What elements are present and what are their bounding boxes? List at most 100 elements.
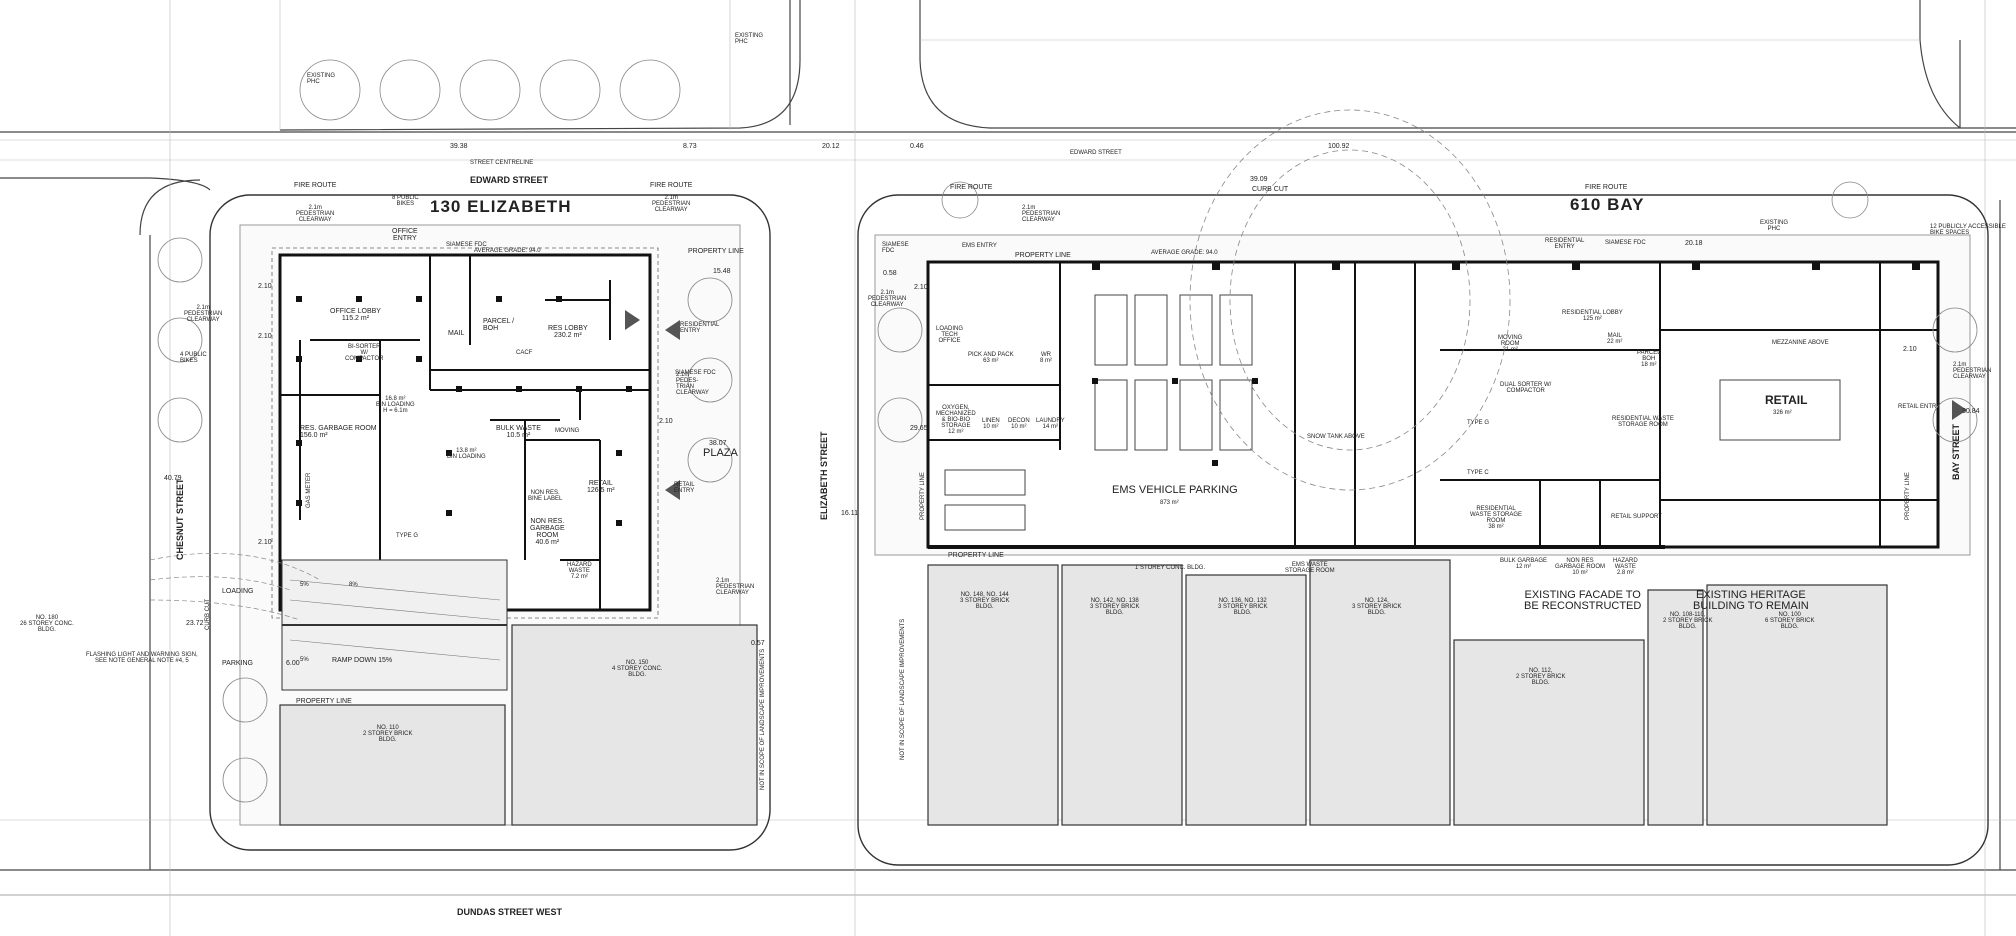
residential-entry-label: RESIDENTIAL ENTRY (1545, 238, 1585, 250)
dim-label: 39.09 (1250, 176, 1268, 183)
room-mail: MAIL (448, 330, 465, 337)
building-no-100: NO. 100 6 STOREY BRICK BLDG. (1765, 612, 1815, 630)
siamese-label: SIAMESE FDC (882, 242, 909, 254)
existing-phc-label: EXISTING PHC (735, 33, 764, 45)
property-line-label: PROPERTY LINE (296, 698, 352, 705)
existing-phc-label: EXISTING PHC (307, 73, 336, 85)
room-residential-waste: RESIDENTIAL WASTE STORAGE ROOM (1612, 416, 1674, 428)
ems-entry-label: EMS ENTRY (962, 243, 997, 249)
site-title-right: 610 BAY (1570, 195, 1645, 214)
type-g-label: TYPE G (1467, 420, 1490, 426)
one-storey-label: 1 STOREY CONC. BLDG. (1135, 565, 1206, 571)
slope-label: 5% (300, 582, 309, 588)
road-edges (0, 0, 2016, 896)
dim-label: 2.10 (914, 284, 928, 291)
dim-label: 29.65 (910, 425, 928, 432)
room-retail: RETAIL 126.5 m² (587, 480, 615, 494)
parking-stalls (944, 294, 1253, 531)
dim-label: 2.10 (258, 539, 272, 546)
room-ems-parking-area: 873 m² (1160, 500, 1179, 506)
dim-label: 23.72 (186, 620, 204, 627)
room-retail-area: 326 m² (1773, 410, 1792, 416)
dim-label: 15.48 (713, 268, 731, 275)
dim-label: 0.46 (910, 143, 924, 150)
pedestrian-clearway-label: 2.1m PEDES- TRIAN CLEARWAY (676, 372, 709, 396)
property-line-label: PROPERTY LINE (1905, 472, 1911, 520)
snow-tank-label: SNOW TANK ABOVE (1307, 434, 1365, 440)
street-label-dundas: DUNDAS STREET WEST (457, 907, 563, 917)
room-pick-and-pack: PICK AND PACK 63 m² (968, 352, 1014, 364)
room-moving: MOVING ROOM 21 m² (1498, 335, 1523, 353)
room-bi-sorter: BI-SORTER W/ COMPACTOR (345, 344, 384, 362)
room-hazard-waste: HAZARD WASTE 2.8 m² (1613, 558, 1638, 576)
columns (296, 296, 632, 526)
curb-cut-label: CURB CUT (205, 599, 211, 630)
site-title-left: 130 ELIZABETH (430, 197, 572, 216)
slope-label: 8% (349, 582, 358, 588)
accessible-bikes-label: 12 PUBLICLY ACCESSIBLE BIKE SPACES (1930, 224, 2006, 236)
average-grade-label: AVERAGE GRADE: 94.0 (1151, 250, 1218, 256)
street-label-bay: BAY STREET (1951, 423, 1961, 480)
dim-label: 8.73 (683, 143, 697, 150)
room-hazard: HAZARD WASTE 7.2 m² (567, 562, 592, 580)
pedestrian-clearway-label: 2.1m PEDESTRIAN CLEARWAY (868, 290, 907, 308)
pedestrian-clearway-label: 2.1m PEDESTRIAN CLEARWAY (1953, 362, 1992, 380)
room-laundry: LAUNDRY 14 m² (1036, 418, 1065, 430)
existing-facade-label: EXISTING FACADE TO BE RECONSTRUCTED (1524, 589, 1642, 612)
property-line-label: PROPERTY LINE (948, 552, 1004, 559)
pedestrian-clearway-label: 2.1m PEDESTRIAN CLEARWAY (296, 205, 335, 223)
dim-label: 20.12 (822, 143, 840, 150)
room-bin-loading-2: 13.8 m² BIN LOADING (447, 448, 486, 460)
room-res-waste: RESIDENTIAL WASTE STORAGE ROOM 38 m² (1470, 506, 1523, 530)
room-ems-parking: EMS VEHICLE PARKING (1112, 484, 1238, 496)
room-cacf: CACF (516, 350, 533, 356)
type-g-label: TYPE G (396, 533, 419, 539)
building-no-112: NO. 112, 2 STOREY BRICK BLDG. (1516, 668, 1566, 686)
retail-entry-label: RETAIL ENTRY (1898, 404, 1941, 410)
room-mail: MAIL 22 m² (1607, 333, 1623, 345)
room-parcel: PARCEL / BOH (483, 318, 515, 332)
room-wr: WR 8 m² (1040, 352, 1052, 364)
room-res-garbage: RES. GARBAGE ROOM 156.0 m² (300, 425, 377, 439)
existing-phc-label: EXISTING PHC (1760, 220, 1789, 232)
room-office-lobby: OFFICE LOBBY 115.2 m² (330, 308, 381, 322)
room-res-lobby: RES LOBBY 230.2 m² (548, 325, 588, 339)
room-non-res-bin: NON RES. BINE LABEL (528, 490, 563, 502)
retail-entry-label: RETAIL ENTRY (674, 482, 695, 494)
building-no-108: NO. 108-110, 2 STOREY BRICK BLDG. (1663, 612, 1713, 630)
room-bulk-waste: BULK WASTE 10.5 m² (496, 425, 541, 439)
building-no-148: NO. 148, NO. 144 3 STOREY BRICK BLDG. (960, 592, 1010, 610)
curb-cut-label: CURB CUT (1252, 186, 1289, 193)
street-label-edward: EDWARD STREET (470, 175, 549, 185)
not-in-scope-label: NOT IN SCOPE OF LANDSCAPE IMPROVEMENTS (900, 618, 906, 760)
pedestrian-clearway-label: 2.1m PEDESTRIAN CLEARWAY (184, 305, 223, 323)
flashing-light-note: FLASHING LIGHT AND WARNING SIGN, SEE NOT… (86, 652, 198, 664)
dim-label: 2.10 (258, 283, 272, 290)
building-no-142: NO. 142, NO. 138 3 STOREY BRICK BLDG. (1090, 598, 1140, 616)
existing-heritage-label: EXISTING HERITAGE BUILDING TO REMAIN (1693, 589, 1809, 612)
parking-label: PARKING (222, 660, 253, 667)
room-retail-support: RETAIL SUPPORT (1611, 514, 1662, 520)
loading-label: LOADING (222, 588, 254, 595)
mezzanine-label: MEZZANINE ABOVE (1772, 340, 1829, 346)
siamese-label: SIAMESE FDC (446, 242, 487, 248)
dim-label: 40.79 (164, 475, 182, 482)
room-bin-loading: 16.8 m² BIN LOADING H = 6.1m (376, 396, 415, 414)
left-site (149, 59, 771, 851)
dim-label: 2.10 (258, 333, 272, 340)
right-site (857, 109, 1989, 866)
pedestrian-clearway-label: 2.1m PEDESTRIAN CLEARWAY (652, 195, 691, 213)
room-non-res-garbage: NON RES GARBAGE ROOM 10 m² (1555, 558, 1606, 576)
siamese-label: SIAMESE FDC (675, 370, 716, 376)
room-loading-tech: LOADING TECH OFFICE (936, 326, 964, 344)
room-residential-lobby: RESIDENTIAL LOBBY 125 m² (1562, 310, 1623, 322)
trees (157, 59, 733, 803)
fire-route-label: FIRE ROUTE (950, 184, 993, 191)
room-linen: LINEN 10 m² (982, 418, 1000, 430)
room-parcel-boh: PARCEL BOH 18 m² (1637, 350, 1661, 368)
room-retail: RETAIL (1765, 393, 1808, 407)
building-no-110: NO. 110 2 STOREY BRICK BLDG. (363, 725, 413, 743)
property-line-label: PROPERTY LINE (920, 472, 926, 520)
office-entry-label: OFFICE ENTRY (392, 228, 418, 242)
